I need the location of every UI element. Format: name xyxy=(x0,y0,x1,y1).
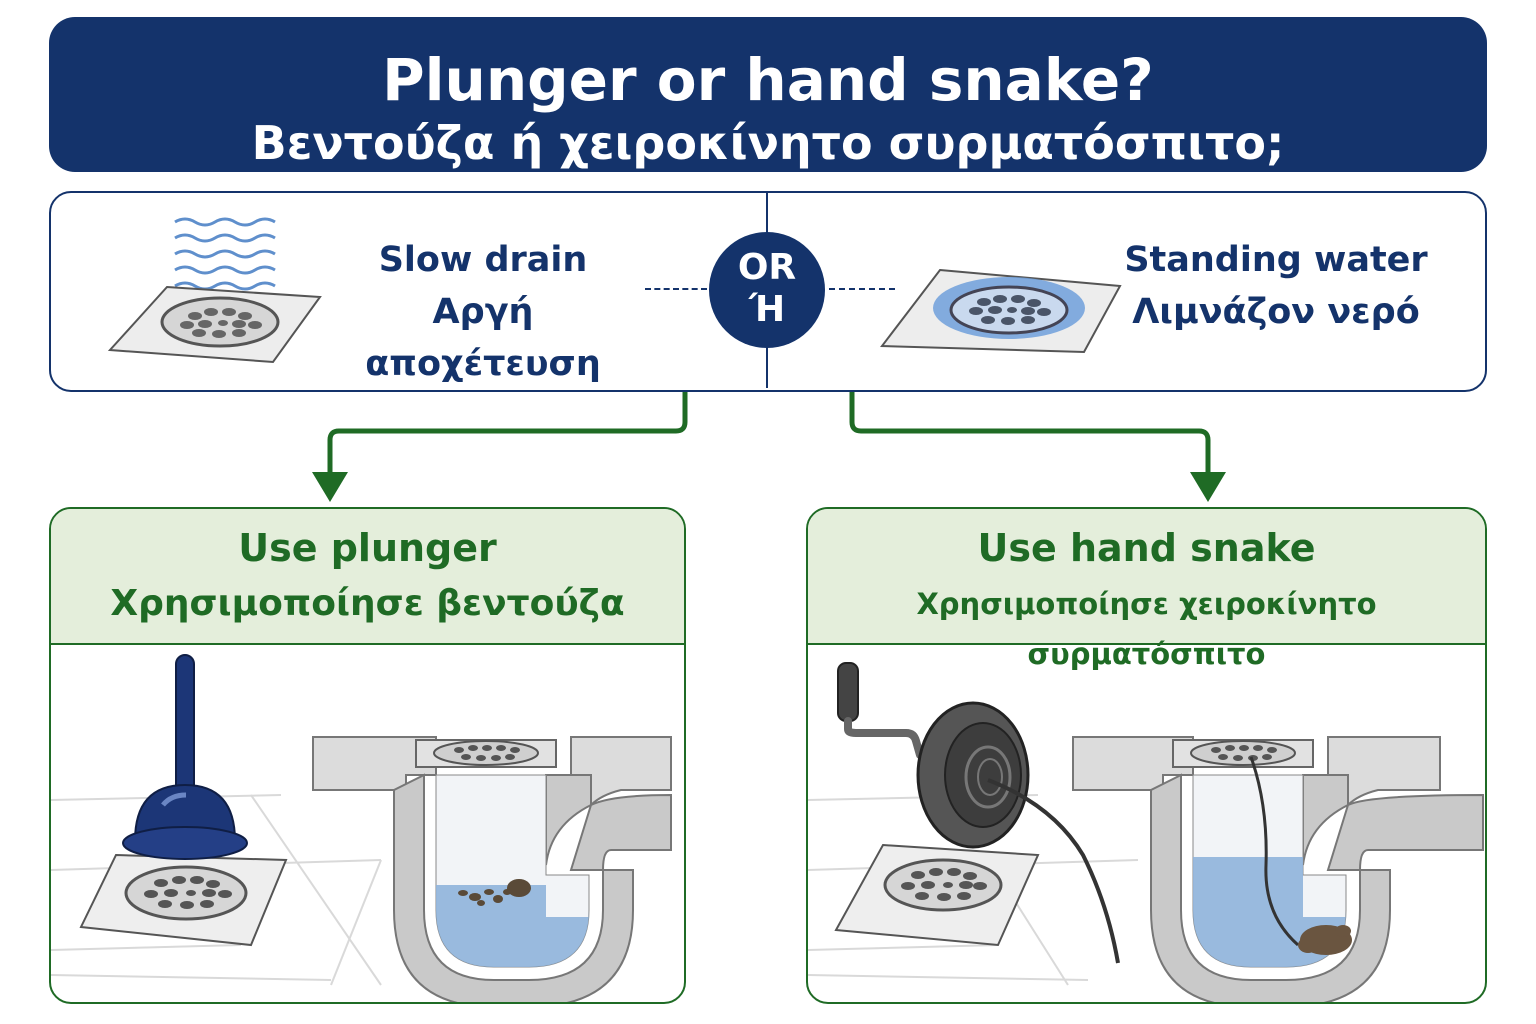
slow-drain-english: Slow drain xyxy=(378,240,588,280)
arrow-to-plunger xyxy=(327,392,688,478)
plunger-handle xyxy=(175,654,195,801)
conditions-panel xyxy=(49,191,1487,392)
snake-cable xyxy=(987,778,1120,964)
plunger-title-english: Use plunger xyxy=(238,526,497,570)
right-dashed-connector xyxy=(829,288,895,290)
hand-snake-illustration xyxy=(808,662,1484,1002)
standing-water-english: Standing water xyxy=(1124,240,1428,280)
plunger-panel-header: Use plunger Χρησιμοποίησε βεντούζα xyxy=(51,509,684,645)
snake-crank-grip xyxy=(837,662,859,722)
arrow-head-right xyxy=(1190,472,1226,502)
arrow-head-left xyxy=(312,472,348,502)
hand-snake-panel: Use hand snake Χρησιμοποίησε χειροκίνητο… xyxy=(806,507,1487,1004)
snake-clog xyxy=(1298,925,1352,955)
hand-snake-title-greek: Χρησιμοποίησε χειροκίνητο συρματόσπιτο xyxy=(916,587,1377,671)
standing-water-icon xyxy=(880,268,1122,354)
left-dashed-connector xyxy=(645,288,707,290)
hand-snake-panel-header: Use hand snake Χρησιμοποίησε χειροκίνητο… xyxy=(808,509,1485,671)
or-greek: Ή xyxy=(748,289,786,330)
title-greek: Βεντούζα ή χειροκίνητο συρματόσπιτο; xyxy=(251,116,1285,170)
slow-drain-label: Slow drain Αργή αποχέτευση xyxy=(318,234,648,390)
plunger-cup xyxy=(133,783,237,842)
arrow-to-snake xyxy=(849,392,1211,478)
snake-cable-in-pipe xyxy=(1249,756,1299,947)
slow-drain-icon xyxy=(107,217,322,364)
plunger-water xyxy=(436,885,589,967)
or-english: OR xyxy=(737,247,797,288)
clog-debris xyxy=(458,879,531,906)
or-badge: OR Ή xyxy=(709,232,825,348)
plunger-title-greek: Χρησιμοποίησε βεντούζα xyxy=(110,583,625,624)
title-banner: Plunger or hand snake? Βεντούζα ή χειροκ… xyxy=(49,17,1487,172)
title-english: Plunger or hand snake? xyxy=(382,46,1154,114)
plunger-panel: Use plunger Χρησιμοποίησε βεντούζα xyxy=(49,507,686,1004)
standing-water-greek: Λιμνάζον νερό xyxy=(1132,292,1420,332)
slow-drain-greek: Αργή αποχέτευση xyxy=(365,292,601,384)
plunger-illustration xyxy=(51,654,672,1002)
standing-water-label: Standing water Λιμνάζον νερό xyxy=(1115,234,1437,338)
hand-snake-title-english: Use hand snake xyxy=(977,526,1316,570)
snake-crank-arm xyxy=(844,717,924,759)
